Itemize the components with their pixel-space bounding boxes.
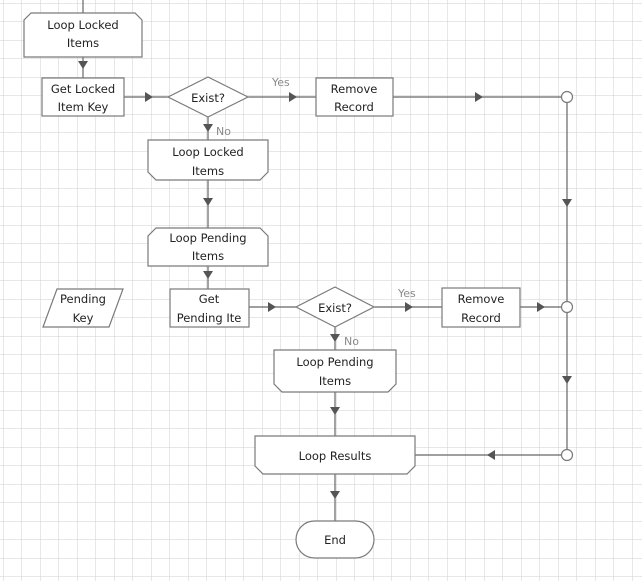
junction-1 <box>560 90 574 104</box>
node-label: Remove <box>331 82 378 96</box>
decision-shape <box>166 76 250 118</box>
arrow-right-4 <box>268 302 276 312</box>
node-label: Exist? <box>191 91 225 105</box>
arrow-down-rail-1 <box>562 199 572 207</box>
arrow-right-5 <box>405 302 413 312</box>
node-label: Key <box>73 311 94 325</box>
node-label: Loop Locked <box>47 18 118 32</box>
node-label: Pending <box>60 292 106 306</box>
node-loop-pending-start[interactable]: Loop Pending Items <box>147 227 269 267</box>
edge-label-no: No <box>344 335 359 348</box>
arrow-down-1 <box>78 61 88 69</box>
node-label: Items <box>192 164 224 178</box>
junctions <box>560 90 574 462</box>
loop-end-shape <box>273 349 397 393</box>
node-label: Remove <box>458 292 505 306</box>
edge-label-yes: Yes <box>397 287 416 300</box>
loop-end-shape <box>147 139 269 181</box>
node-pending-key-data[interactable]: Pending Key <box>42 288 124 328</box>
node-label: Items <box>67 36 99 50</box>
decision-shape <box>294 286 376 328</box>
junction-3 <box>560 448 574 462</box>
loop-start-shape <box>23 12 143 58</box>
node-remove-record-2[interactable]: Remove Record <box>441 287 521 328</box>
arrowheads <box>78 61 572 499</box>
node-loop-locked-top[interactable]: Loop Locked Items <box>23 12 143 58</box>
node-loop-pending-end[interactable]: Loop Pending Items <box>273 349 397 393</box>
node-label: Pending Ite <box>177 311 242 325</box>
node-loop-results[interactable]: Loop Results <box>254 435 416 475</box>
node-get-locked-item-key[interactable]: Get Locked Item Key <box>41 77 125 117</box>
arrow-down-4 <box>203 271 213 279</box>
node-label: Loop Locked <box>172 145 243 159</box>
node-label: Items <box>319 374 351 388</box>
node-label: End <box>324 533 346 547</box>
node-label: Get Locked <box>51 82 115 96</box>
node-end-terminator[interactable]: End <box>295 520 375 559</box>
node-label: Items <box>192 249 224 263</box>
loop-start-shape <box>147 227 269 267</box>
node-label: Loop Pending <box>296 355 373 369</box>
node-label: Loop Results <box>299 449 372 463</box>
node-label: Item Key <box>58 100 109 114</box>
node-get-pending-item[interactable]: Get Pending Ite <box>169 288 250 328</box>
data-parallelogram-shape <box>42 288 124 328</box>
node-exist-decision-1[interactable]: Exist? <box>166 76 250 118</box>
terminator-shape <box>295 520 375 559</box>
arrow-down-6 <box>330 407 340 415</box>
node-label: Get <box>199 292 220 306</box>
process-shape <box>41 77 125 117</box>
process-shape <box>169 288 250 328</box>
junction-2 <box>560 300 574 314</box>
node-label: Record <box>461 311 501 325</box>
edge-label-yes: Yes <box>271 76 290 89</box>
arrow-right-6 <box>537 302 545 312</box>
node-label: Record <box>334 100 374 114</box>
arrow-down-7 <box>330 491 340 499</box>
loop-end-shape <box>254 435 416 475</box>
node-remove-record-1[interactable]: Remove Record <box>315 77 394 117</box>
edge-label-no: No <box>216 125 231 138</box>
arrow-right-1 <box>145 92 153 102</box>
arrow-down-rail-2 <box>562 376 572 384</box>
arrow-right-2 <box>289 92 297 102</box>
arrow-right-3 <box>475 92 483 102</box>
arrow-down-2 <box>203 124 213 132</box>
process-shape <box>315 77 394 117</box>
node-label: Loop Pending <box>169 231 246 245</box>
arrow-left-1 <box>487 450 495 460</box>
node-exist-decision-2[interactable]: Exist? <box>294 286 376 328</box>
process-shape <box>441 287 521 328</box>
node-label: Exist? <box>318 301 352 315</box>
arrow-down-5 <box>330 334 340 342</box>
node-loop-locked-end[interactable]: Loop Locked Items <box>147 139 269 181</box>
arrow-down-3 <box>203 198 213 206</box>
